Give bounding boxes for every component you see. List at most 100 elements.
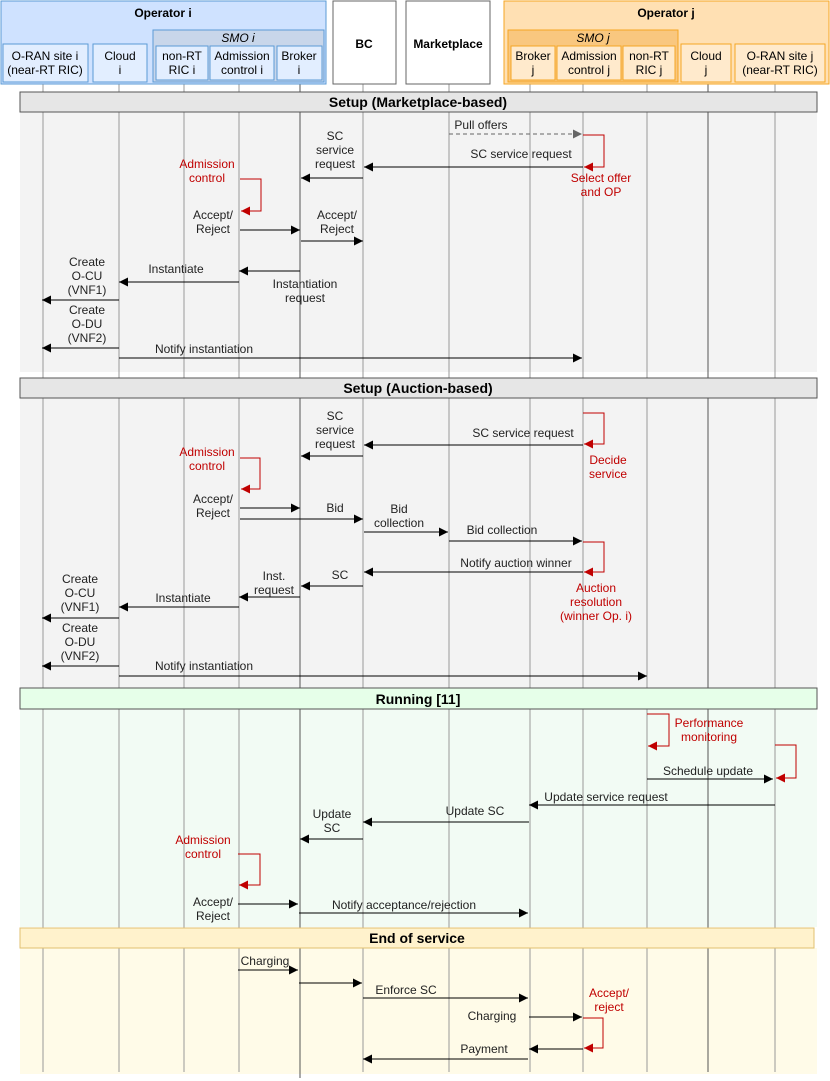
notify-instantiation2-label: Notify instantiation (155, 659, 253, 673)
running-messages (238, 713, 797, 918)
nonrt-i-box (155, 45, 209, 81)
instantiate-label: Instantiate (148, 262, 204, 276)
notify-instantiation-label: Notify instantiation (155, 342, 253, 356)
payment-label: Payment (460, 1042, 508, 1056)
lifelines (42, 84, 776, 1078)
setup-market-bg (20, 112, 817, 372)
admission-control-loop (240, 178, 262, 216)
accept-reject-j-loop (583, 1017, 604, 1053)
operator-j-title: Operator j (637, 6, 694, 20)
sc-service-request-label: SC service request (470, 147, 572, 161)
broker-i-box (276, 45, 323, 81)
bid-collection-label: Bid collection (467, 523, 538, 537)
phase-bars: Setup (Marketplace-based) Setup (Auction… (19, 91, 818, 949)
notify-acceptance-label: Notify acceptance/rejection (332, 898, 476, 912)
setup-auction-bg (20, 398, 817, 688)
running-title: Running [11] (376, 691, 461, 707)
auction-resolution-loop (583, 541, 605, 577)
performance-monitoring-loop (647, 713, 670, 751)
decide-service-loop (583, 412, 605, 449)
charging-label: Charging (241, 954, 290, 968)
end-messages (238, 965, 604, 1064)
admission-control3-loop (238, 853, 261, 890)
marketplace-label: Marketplace (413, 37, 483, 51)
charging-j-label: Charging (468, 1009, 517, 1023)
admission-j-box (556, 45, 622, 81)
setup-market-title: Setup (Marketplace-based) (329, 94, 507, 110)
oran-j-label: O-RAN site j(near-RT RIC) (742, 49, 818, 77)
sc-label: SC (332, 568, 349, 582)
sc-service-request2-label: SC service request (472, 426, 574, 440)
setup-auction-bar (19, 377, 818, 399)
instantiate2-label: Instantiate (155, 591, 211, 605)
end-labels: Charging Enforce SC Charging Accept/reje… (241, 954, 630, 1056)
broker-j-box (510, 45, 556, 81)
setup-auction-title: Setup (Auction-based) (343, 380, 492, 396)
admission-i-box (209, 45, 275, 81)
phase-backgrounds (20, 112, 817, 1074)
accept-reject-bc-label: Accept/Reject (317, 208, 358, 236)
oran-i-box (2, 43, 89, 83)
enforce-sc-label: Enforce SC (375, 983, 437, 997)
cloud-j-box (680, 43, 732, 83)
header: Operator i SMO i O-RAN site i(near-RT RI… (0, 0, 830, 85)
pull-offers-label: Pull offers (454, 118, 507, 132)
update-sc-label: Update SC (446, 804, 505, 818)
bc-label: BC (355, 37, 373, 51)
end-title: End of service (369, 930, 465, 946)
update-service-request-label: Update service request (544, 790, 668, 804)
accept-reject3-label: Accept/Reject (193, 895, 234, 923)
accept-reject2-label: Accept/Reject (193, 492, 234, 520)
bid-label: Bid (326, 501, 343, 515)
running-bar (19, 687, 818, 710)
oran-j-box (734, 43, 826, 83)
admission-control2-loop (240, 457, 261, 494)
oran-i-label: O-RAN site i(near-RT RIC) (7, 49, 83, 77)
running-bg (20, 709, 817, 927)
accept-reject-j-label: Accept/reject (589, 986, 630, 1014)
inst-request-label: Inst.request (254, 569, 295, 597)
end-bg (20, 948, 817, 1074)
setup-market-bar (19, 91, 818, 113)
bc-box (332, 0, 397, 85)
nonrt-j-box (622, 45, 676, 81)
setup-market-messages (42, 129, 605, 363)
cloud-i-box (92, 43, 148, 83)
select-offer-loop (583, 134, 605, 172)
end-bar (19, 927, 815, 949)
accept-reject-label: Accept/Reject (193, 208, 234, 236)
oran-j-loop (775, 744, 797, 783)
smo-j-title: SMO j (576, 31, 610, 45)
schedule-update-label: Schedule update (663, 764, 753, 778)
marketplace-box (405, 0, 491, 85)
smo-i-title: SMO i (221, 31, 255, 45)
setup-auction-messages (42, 412, 647, 681)
